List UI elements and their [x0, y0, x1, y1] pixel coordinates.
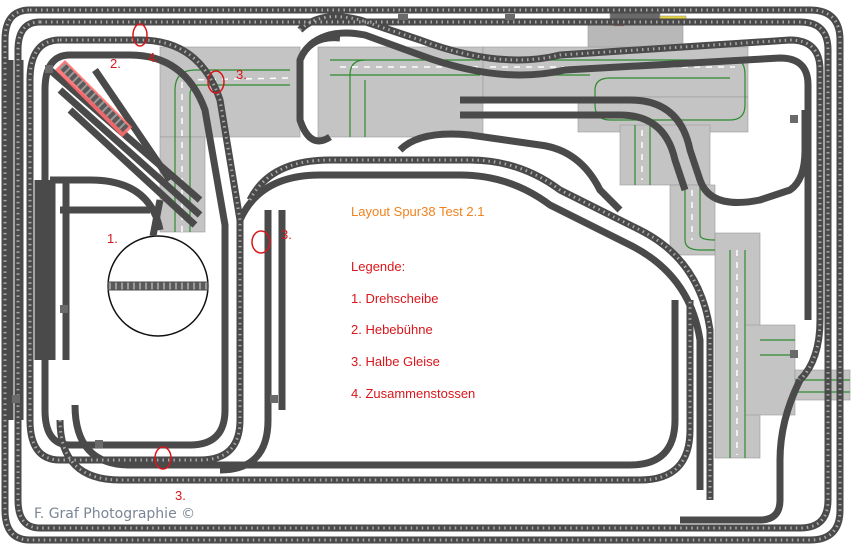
half-track-number-3: 3.	[175, 488, 186, 503]
legend-item-lift-bridge: 2. Hebebühne	[351, 322, 433, 337]
layout-title: Layout Spur38 Test 2.1	[351, 204, 485, 219]
half-track-marker	[251, 230, 271, 254]
trackside-blocks	[12, 14, 798, 448]
legend-heading: Legende:	[351, 259, 406, 274]
legend-item-turntable: 1. Drehscheibe	[351, 291, 439, 306]
half-track-number-1: 3.	[236, 67, 247, 82]
block	[790, 350, 798, 358]
half-track-marker	[207, 70, 225, 94]
block	[398, 14, 408, 20]
block	[12, 395, 20, 403]
join-marker	[132, 23, 148, 47]
turntable-number: 1.	[107, 231, 118, 246]
turntable	[107, 199, 209, 337]
block	[790, 115, 798, 123]
station-building	[587, 21, 684, 48]
block	[505, 14, 515, 20]
block	[270, 395, 278, 403]
join-number: 4.	[148, 50, 159, 65]
track-sleepers	[3, 8, 842, 542]
half-track-number-2: 3.	[281, 227, 292, 242]
legend-item-join: 4. Zusammenstossen	[351, 386, 476, 401]
lift-bridge	[55, 60, 133, 138]
block	[45, 65, 53, 73]
legend-item-half-track: 3. Halbe Gleise	[351, 354, 440, 369]
photo-credit: F. Graf Photographie ©	[34, 506, 196, 522]
red-markers	[132, 23, 271, 470]
lift-bridge-number: 2.	[110, 56, 121, 71]
block	[95, 440, 103, 448]
road-plate-upper-left	[159, 46, 301, 138]
half-track-marker	[154, 446, 172, 470]
block	[60, 305, 68, 313]
